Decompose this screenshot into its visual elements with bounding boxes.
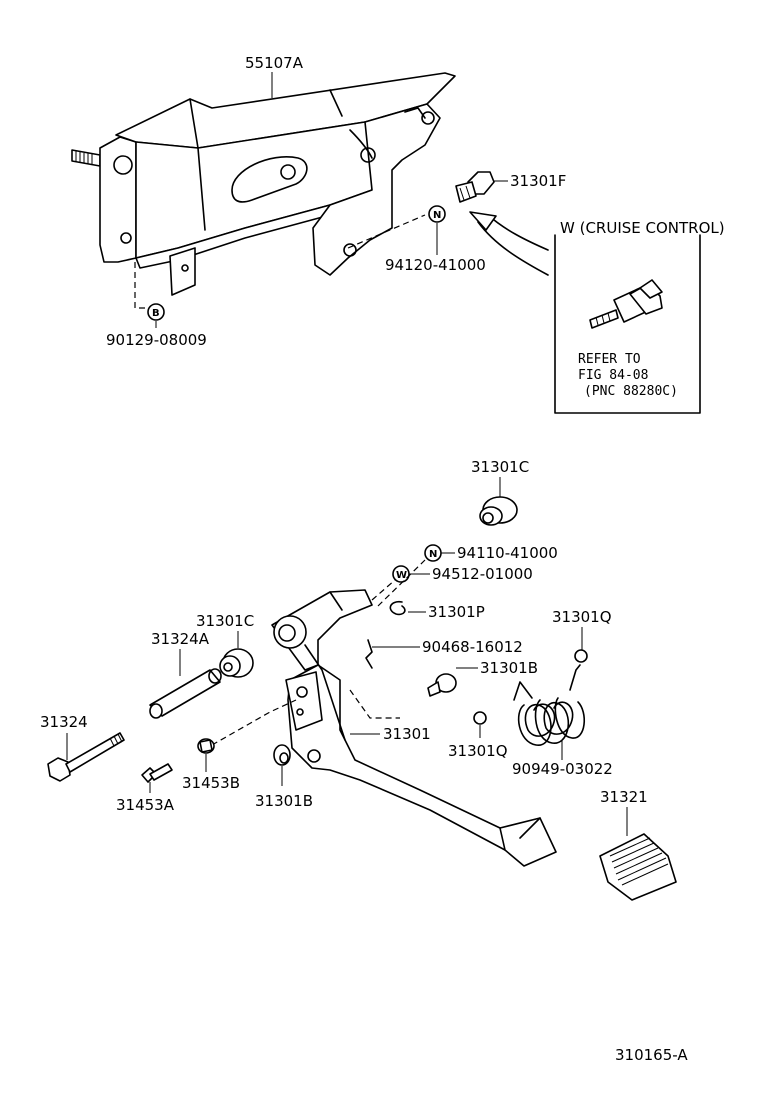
cruise-control-inset: W (CRUISE CONTROL) REFER TO FIG 84-08 (P… <box>554 219 725 414</box>
leader-nut-top <box>347 214 426 249</box>
label-bolt-top: 31301F <box>510 172 566 190</box>
cushion-right <box>574 649 588 663</box>
label-nut-pedal: 94110-41000 <box>457 544 558 562</box>
leader-pedal-hardware <box>371 559 426 607</box>
inset-title: W (CRUISE CONTROL) <box>560 219 725 237</box>
bolt-symbol-left: B <box>147 303 165 321</box>
label-pedal-pad: 31321 <box>600 788 648 806</box>
svg-text:N: N <box>429 549 437 560</box>
pin-90468 <box>365 639 373 669</box>
label-bushing-left: 31301C <box>196 612 254 630</box>
label-stopper-lower: 31301B <box>255 792 313 810</box>
bushing-top <box>479 496 518 526</box>
label-pedal-lever: 31301 <box>383 725 431 743</box>
pedal-pad <box>599 833 677 901</box>
cruise-control-arrow <box>469 211 549 276</box>
label-stopper-upper: 31301B <box>480 659 538 677</box>
leader-bolt-left <box>134 262 148 309</box>
stopper-upper <box>427 673 457 697</box>
label-cushion-lower: 31301Q <box>448 742 508 760</box>
pedal-bracket <box>71 72 456 296</box>
bushing-left <box>219 648 254 678</box>
label-clip: 31301P <box>428 603 485 621</box>
stopper-lower <box>273 744 291 766</box>
label-bolt-small-b: 31453B <box>182 774 240 792</box>
label-pin: 90468-16012 <box>422 638 523 656</box>
nut-symbol-top: N <box>428 205 446 223</box>
svg-text:B: B <box>152 308 160 319</box>
pedal-shaft-bolt <box>47 732 125 782</box>
bolt-31453b <box>197 738 215 754</box>
leader-pedal-inner <box>349 689 400 719</box>
label-bolt-left: 90129-08009 <box>106 331 207 349</box>
label-bracket: 55107A <box>245 54 304 72</box>
washer-symbol-pedal: W <box>392 565 410 583</box>
cushion-lower <box>473 711 487 725</box>
leader-shaft <box>211 699 297 746</box>
pedal-lever <box>271 589 557 867</box>
figure-id: 310165-A <box>615 1046 688 1064</box>
label-washer-pedal: 94512-01000 <box>432 565 533 583</box>
label-spring: 90949-03022 <box>512 760 613 778</box>
inset-ref-line1: REFER TO <box>578 352 641 367</box>
label-pedal-shaft-bolt: 31324 <box>40 713 88 731</box>
stop-lamp-switch-icon <box>589 279 663 329</box>
collar-31324a <box>149 668 222 719</box>
svg-text:N: N <box>433 210 441 221</box>
bolt-31301f <box>455 171 495 203</box>
label-cushion-right: 31301Q <box>552 608 612 626</box>
bolt-31453a <box>141 763 173 783</box>
label-nut-top: 94120-41000 <box>385 256 486 274</box>
return-spring <box>513 664 585 746</box>
clip-31301p <box>389 600 406 616</box>
label-bushing-top: 31301C <box>471 458 529 476</box>
label-bolt-small-a: 31453A <box>116 796 175 814</box>
inset-ref-line2: FIG 84-08 <box>578 368 648 383</box>
nut-symbol-pedal: N <box>424 544 442 562</box>
svg-text:W: W <box>396 570 407 581</box>
label-collar: 31324A <box>151 630 210 648</box>
inset-ref-line3: (PNC 88280C) <box>584 384 678 399</box>
